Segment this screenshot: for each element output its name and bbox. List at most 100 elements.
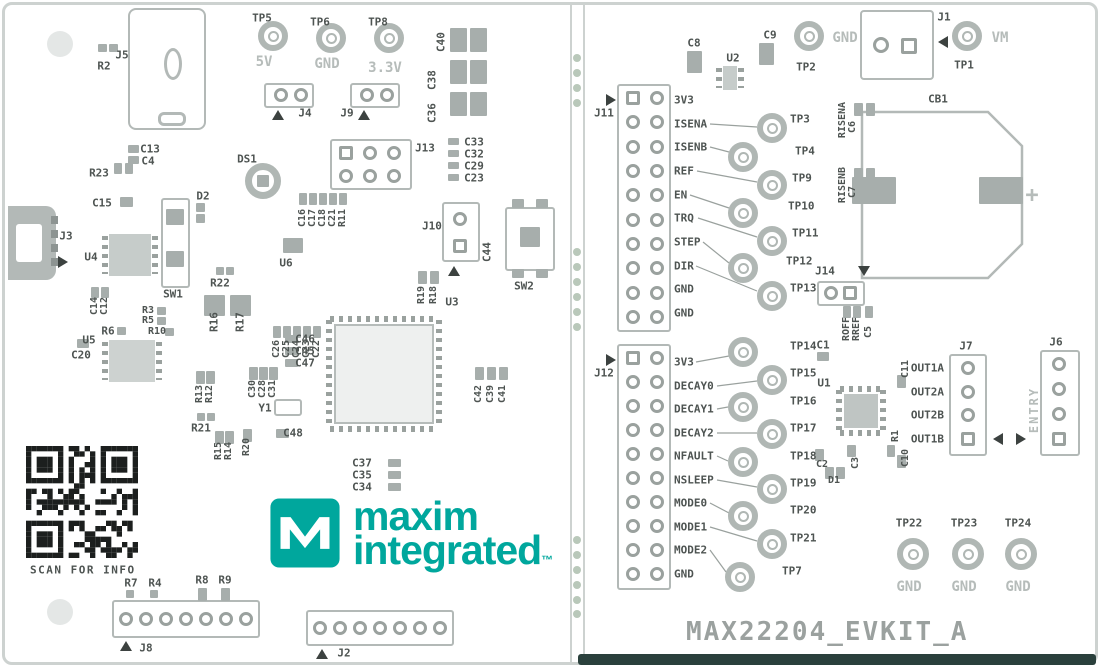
silk-decay1: DECAY1 bbox=[674, 402, 714, 416]
through-hole bbox=[373, 621, 387, 635]
smd-pad bbox=[226, 267, 234, 275]
through-hole bbox=[650, 519, 664, 533]
board-title: MAX22204_EVKIT_A bbox=[686, 617, 969, 647]
silk-decay2: DECAY2 bbox=[674, 426, 714, 440]
smd-pad bbox=[512, 269, 524, 278]
testpoint-tp24 bbox=[1005, 538, 1037, 570]
ic-pins bbox=[840, 430, 882, 436]
silk-tp4: TP4 bbox=[795, 144, 815, 158]
silk-3.3v: 3.3V bbox=[368, 60, 402, 76]
silk-r9: R9 bbox=[218, 573, 232, 587]
silk-j3: J3 bbox=[59, 229, 73, 243]
testpoint-hole bbox=[766, 290, 778, 302]
ic-pins bbox=[152, 236, 158, 274]
silk-decay0: DECAY0 bbox=[674, 379, 714, 393]
mouse-bite-dot bbox=[573, 278, 581, 286]
through-hole bbox=[650, 188, 664, 202]
silk-tp21: TP21 bbox=[790, 531, 817, 545]
through-hole bbox=[294, 88, 308, 102]
smd-pad bbox=[91, 287, 99, 298]
smd-pad bbox=[309, 193, 317, 205]
pin1-triangle bbox=[358, 110, 370, 120]
silk-c20: C20 bbox=[71, 348, 91, 362]
smd-pad bbox=[221, 588, 230, 601]
ic-body bbox=[844, 394, 878, 428]
testpoint-hole bbox=[962, 548, 974, 560]
silk-tp15: TP15 bbox=[790, 366, 817, 380]
ic-pins bbox=[836, 390, 842, 432]
smd-pad bbox=[897, 375, 906, 388]
silk-c10: C10 bbox=[900, 448, 911, 468]
silk-mode1: MODE1 bbox=[674, 520, 708, 534]
silk-r20: R20 bbox=[241, 437, 252, 457]
smd-pad bbox=[450, 28, 467, 52]
testpoint-tp7 bbox=[725, 562, 755, 592]
smd-pad bbox=[817, 352, 829, 361]
silk-vm: VM bbox=[991, 30, 1009, 46]
through-hole bbox=[824, 286, 838, 300]
silk-j11: J11 bbox=[594, 106, 614, 120]
smd-pad bbox=[853, 306, 861, 318]
ic-u4 bbox=[102, 232, 158, 278]
silk-gnd: GND bbox=[896, 579, 922, 595]
smd-pad bbox=[319, 193, 327, 205]
usb-pin bbox=[51, 244, 58, 252]
silk-r22: R22 bbox=[210, 276, 230, 290]
through-hole bbox=[626, 423, 640, 437]
through-hole bbox=[650, 213, 664, 227]
smd-pad bbox=[887, 445, 895, 457]
mouse-bite-dot bbox=[573, 99, 581, 107]
silk-c4: C4 bbox=[141, 154, 155, 168]
smd-pad bbox=[450, 60, 467, 84]
silk-c2: C2 bbox=[815, 459, 829, 470]
smd-pad bbox=[448, 162, 459, 169]
through-hole bbox=[626, 261, 640, 275]
ic-u2 bbox=[716, 64, 744, 92]
pin1-triangle bbox=[938, 36, 948, 48]
silk-r4: R4 bbox=[148, 576, 162, 590]
smd-pad bbox=[487, 367, 496, 380]
connector-slot bbox=[164, 48, 182, 80]
silk-tp6: TP6 bbox=[310, 15, 330, 29]
through-hole bbox=[626, 310, 640, 324]
smd-pad bbox=[114, 163, 122, 174]
ic-pins bbox=[880, 390, 886, 432]
usb-pin bbox=[51, 258, 58, 266]
silk-c1: C1 bbox=[816, 338, 830, 352]
usb-connector-j3 bbox=[8, 206, 58, 280]
smd-pad bbox=[285, 359, 298, 367]
maxim-logo: maxim integrated™ bbox=[269, 495, 553, 571]
smd-pad bbox=[128, 145, 139, 153]
smd-pad bbox=[109, 44, 118, 52]
pin1-triangle bbox=[448, 266, 460, 276]
smd-pad bbox=[520, 227, 540, 247]
qr-code bbox=[26, 446, 138, 558]
through-hole bbox=[626, 237, 640, 251]
silk-c6: C6 bbox=[847, 120, 858, 134]
mouse-bite-dot bbox=[573, 610, 581, 618]
through-hole bbox=[1052, 432, 1066, 446]
smd-pad bbox=[470, 92, 487, 116]
silk-tp12: TP12 bbox=[786, 254, 813, 268]
silk-out1b: OUT1B bbox=[910, 432, 944, 446]
smd-pad bbox=[204, 295, 225, 316]
through-hole bbox=[387, 146, 401, 160]
silk-tp10: TP10 bbox=[788, 199, 815, 213]
logo-word-integrated-line: integrated™ bbox=[353, 530, 553, 571]
testpoint-tp21 bbox=[757, 529, 787, 559]
mouse-bite-dot bbox=[573, 84, 581, 92]
testpoint-hole bbox=[737, 346, 749, 358]
qr-code-pattern bbox=[26, 446, 138, 558]
testpoint-tp4 bbox=[728, 142, 758, 172]
through-hole bbox=[650, 471, 664, 485]
through-hole bbox=[1052, 407, 1066, 421]
usb-pin bbox=[51, 216, 58, 224]
silk-gnd: GND bbox=[674, 567, 694, 581]
ic-pins bbox=[436, 320, 442, 428]
smd-pad bbox=[847, 445, 856, 457]
silk-j10: J10 bbox=[422, 219, 442, 233]
silk-dir: DIR bbox=[674, 259, 694, 273]
silk-out2a: OUT2A bbox=[910, 385, 944, 399]
through-hole bbox=[650, 286, 664, 300]
